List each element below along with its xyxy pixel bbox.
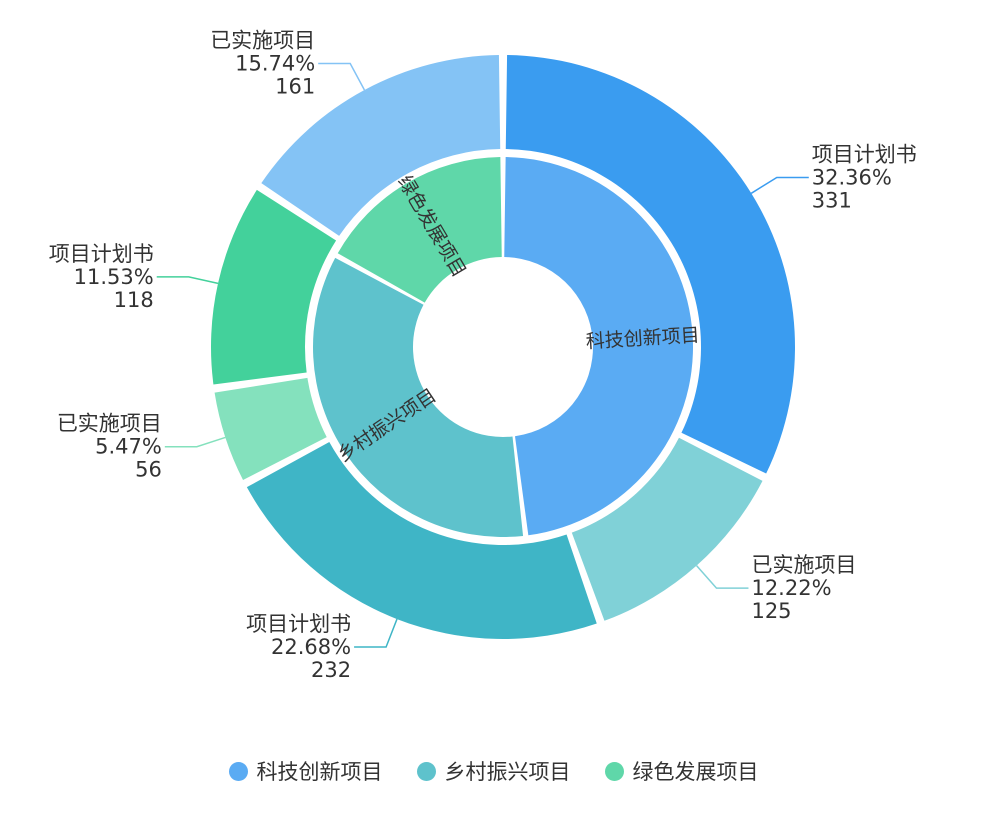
outer-leader-line-5 bbox=[318, 62, 366, 91]
outer-slice-0[interactable] bbox=[505, 55, 796, 474]
legend-label-xiangcun: 乡村振兴项目 bbox=[444, 760, 571, 784]
outer-label-percent-4: 11.53% bbox=[74, 265, 154, 289]
outer-ring-labels: 项目计划书32.36%331已实施项目12.22%125项目计划书22.68%2… bbox=[49, 29, 917, 682]
outer-slice-5[interactable] bbox=[261, 55, 501, 236]
outer-label-name-0: 项目计划书 bbox=[812, 143, 917, 167]
outer-label-name-5: 已实施项目 bbox=[210, 29, 315, 53]
outer-label-value-1: 125 bbox=[751, 599, 791, 623]
legend-item-keji[interactable]: 科技创新项目 bbox=[228, 756, 383, 786]
outer-label-value-3: 56 bbox=[135, 458, 162, 482]
outer-label-name-4: 项目计划书 bbox=[49, 242, 154, 266]
outer-label-value-2: 232 bbox=[311, 658, 351, 682]
legend-swatch-keji bbox=[228, 761, 248, 781]
outer-slice-2[interactable] bbox=[246, 442, 597, 639]
inner-ring bbox=[313, 157, 693, 537]
outer-label-percent-3: 5.47% bbox=[95, 435, 162, 459]
inner-slice-2[interactable] bbox=[337, 157, 502, 303]
inner-slice-0[interactable] bbox=[504, 157, 693, 536]
outer-slice-4[interactable] bbox=[210, 189, 337, 385]
legend-label-keji: 科技创新项目 bbox=[256, 760, 383, 784]
outer-leader-line-3 bbox=[164, 436, 226, 448]
outer-label-name-1: 已实施项目 bbox=[751, 553, 856, 577]
outer-slice-3[interactable] bbox=[214, 377, 327, 480]
outer-label-percent-1: 12.22% bbox=[751, 576, 831, 600]
legend-item-lvse[interactable]: 绿色发展项目 bbox=[604, 756, 759, 786]
outer-ring bbox=[210, 55, 796, 639]
outer-label-value-5: 161 bbox=[275, 75, 315, 99]
legend-item-xiangcun[interactable]: 乡村振兴项目 bbox=[416, 756, 571, 786]
outer-label-percent-5: 15.74% bbox=[235, 52, 315, 76]
outer-leader-line-4 bbox=[156, 276, 219, 285]
inner-slice-1[interactable] bbox=[313, 257, 524, 537]
outer-label-percent-2: 22.68% bbox=[271, 635, 351, 659]
outer-slice-1[interactable] bbox=[571, 437, 763, 621]
legend: 科技创新项目 乡村振兴项目 绿色发展项目 bbox=[0, 756, 987, 786]
outer-label-value-4: 118 bbox=[114, 288, 154, 312]
outer-label-name-2: 项目计划书 bbox=[246, 612, 351, 636]
outer-leader-line-2 bbox=[354, 618, 398, 648]
outer-leader-line-0 bbox=[750, 176, 809, 194]
legend-swatch-xiangcun bbox=[416, 761, 436, 781]
outer-leader-line-1 bbox=[696, 565, 749, 589]
outer-label-percent-0: 32.36% bbox=[812, 166, 892, 190]
outer-label-name-3: 已实施项目 bbox=[57, 412, 162, 436]
outer-label-value-0: 331 bbox=[812, 189, 852, 213]
legend-swatch-lvse bbox=[604, 761, 624, 781]
legend-label-lvse: 绿色发展项目 bbox=[632, 760, 759, 784]
